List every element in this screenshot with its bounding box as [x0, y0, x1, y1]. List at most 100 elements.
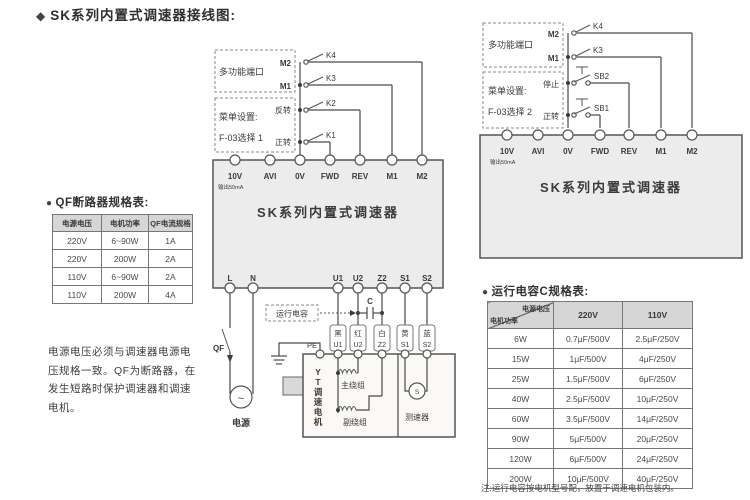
ac-source-icon: [229, 385, 253, 409]
control-wires: [566, 32, 693, 128]
table-cell: 4A: [148, 285, 193, 304]
table-cell: 20μF/250V: [622, 428, 693, 449]
table-header-row: 电源电压 电机功率 220V 110V: [487, 301, 693, 329]
qf-col-power: 电机功率: [101, 214, 149, 232]
wire-color-blue: 蓝: [423, 328, 431, 338]
multi-function-port-box: 多功能端口 M2 M1: [482, 22, 564, 68]
terminal-0v: 0V: [295, 172, 305, 181]
wire-term-s1: S1: [401, 342, 410, 349]
capacitor-c-label: C: [367, 297, 373, 306]
switch-k3-label: K3: [593, 46, 603, 55]
terminal-0v: 0V: [563, 147, 573, 156]
table-cell: 110V: [52, 267, 102, 286]
table-cell: 6μF/250V: [622, 368, 693, 389]
multi-function-port-label: 多功能端口: [488, 39, 533, 50]
terminal-u2: U2: [353, 274, 364, 283]
terminal-rev: REV: [621, 147, 638, 156]
col-220v: 220V: [553, 301, 623, 329]
power-circuit: QF ~ 电源: [213, 293, 254, 428]
table-cell: 90W: [487, 428, 554, 449]
menu-setting-box: 菜单设置: F-03选择 1 反转 正转: [214, 97, 296, 153]
terminal-10v: 10V: [500, 147, 515, 156]
wiring-diagram-switch-mode: K4 K3 K2 K1 多功能端口 M2 M1 菜单设置: F-03选择 1 反…: [212, 49, 456, 438]
table-cell: 14μF/250V: [622, 408, 693, 429]
qf-col-voltage: 电源电压: [52, 214, 102, 232]
switch-k4-label: K4: [593, 22, 603, 31]
terminal-fwd: FWD: [321, 172, 339, 181]
ground-circuit: [271, 342, 321, 365]
table-cell: 60W: [487, 408, 554, 429]
table-cell: 120W: [487, 448, 554, 469]
reverse-label: 反转: [275, 105, 291, 115]
qf-table-title: ●QF断路器规格表:: [46, 194, 149, 210]
multi-function-port-label: 多功能端口: [219, 66, 264, 77]
wire-color-red: 红: [354, 328, 362, 338]
tachometer: S 测速器: [397, 354, 429, 437]
table-cell: 5μF/500V: [553, 428, 623, 449]
table-cell: 2.5μF/250V: [622, 328, 693, 349]
m1-port-label: M1: [280, 82, 292, 91]
button-sb1: SB1: [571, 98, 610, 118]
switch-k3-label: K3: [326, 74, 336, 83]
qf-col-current: QF电流规格: [148, 214, 193, 232]
top-terminals: 10V AVI 0V FWD REV M1 M2 输出50mA: [218, 154, 428, 191]
ac-symbol: ~: [238, 393, 244, 405]
bottom-terminals: L N U1 U2 Z2 S1 S2: [224, 274, 433, 294]
switch-k4-label: K4: [326, 51, 336, 60]
table-header-row: 电源电压 电机功率 QF电流规格: [52, 214, 193, 232]
table-cell: 200W: [101, 285, 149, 304]
cap-table-title-text: 运行电容C规格表:: [491, 286, 589, 298]
switch-k2-label: K2: [326, 99, 336, 108]
diagonal-header-cell: 电源电压 电机功率: [487, 301, 554, 329]
table-cell: 6μF/500V: [553, 448, 623, 469]
motor-label: YT调速电机: [313, 367, 323, 427]
terminal-m1: M1: [386, 172, 398, 181]
switch-k1-label: K1: [326, 131, 336, 140]
power-source-label: 电源: [232, 417, 250, 428]
switch-k2: K2: [303, 99, 336, 113]
button-sb1-label: SB1: [594, 104, 610, 113]
wire-term-s2: S2: [423, 342, 432, 349]
terminal-l: L: [228, 274, 233, 283]
menu-setting-label: 菜单设置:: [488, 85, 527, 96]
button-sb2-label: SB2: [594, 72, 610, 81]
table-cell: 15W: [487, 348, 554, 369]
output-50ma-label: 输出50mA: [490, 158, 516, 166]
motor-shaft-icon: [282, 376, 304, 396]
table-cell: 2A: [148, 249, 193, 268]
m1-port-label: M1: [548, 54, 560, 63]
terminal-rev: REV: [352, 172, 369, 181]
stop-label: 停止: [543, 79, 559, 89]
pe-terminal-label: PE: [307, 341, 317, 350]
terminal-fwd: FWD: [591, 147, 609, 156]
table-cell: 40μF/250V: [622, 468, 693, 489]
multi-function-port-box: 多功能端口 M2 M1: [214, 49, 296, 93]
tacho-label: 测速器: [405, 413, 429, 422]
table-cell: 200W: [101, 249, 149, 268]
switch-k1: K1: [303, 131, 336, 145]
table-cell: 2A: [148, 267, 193, 286]
table-cell: 6~90W: [101, 267, 149, 286]
aux-winding-label: 副绕组: [343, 417, 367, 427]
controller-name: SK系列内置式调速器: [540, 180, 682, 195]
terminal-n: N: [250, 274, 256, 283]
table-cell: 2.5μF/500V: [553, 388, 623, 409]
menu-setting-box: 菜单设置: F-03选择 2 停止 正转: [482, 71, 564, 129]
wiring-diagram-button-mode: K4 K3 SB2 SB1 多功能端口 M2 M1 菜单设置: F-03选择 2…: [479, 22, 743, 259]
run-capacitor-label: 运行电容: [276, 309, 308, 319]
table-cell: 4μF/250V: [622, 348, 693, 369]
controller-box: [212, 159, 444, 289]
table-cell: 1A: [148, 231, 193, 250]
table-cell: 220V: [52, 231, 102, 250]
terminal-m2: M2: [686, 147, 698, 156]
tacho-symbol: S: [415, 389, 420, 396]
page-title: ◆SK系列内置式调速器接线图:: [36, 4, 236, 24]
bullet-icon: ●: [482, 287, 489, 298]
